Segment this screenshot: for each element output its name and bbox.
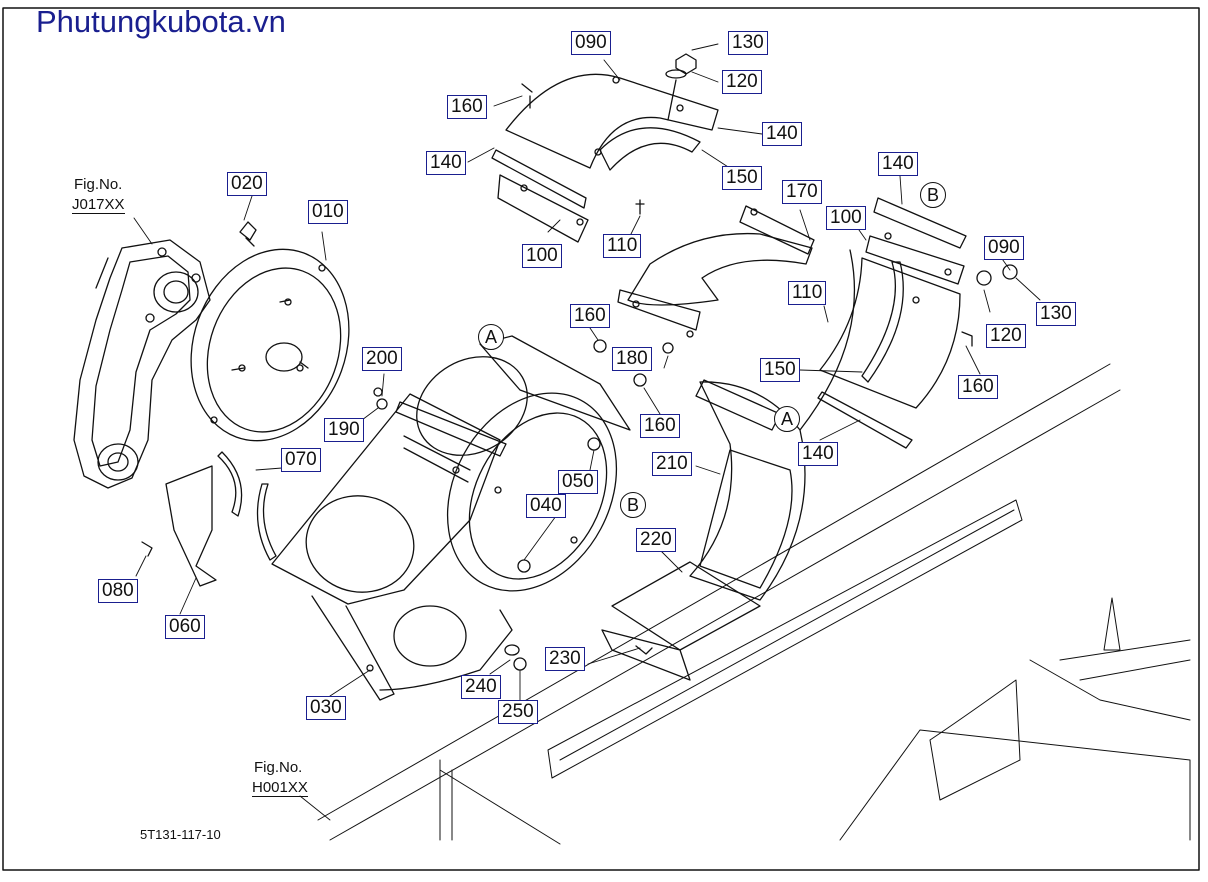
callout-120-right[interactable]: 120: [986, 324, 1026, 348]
callout-080[interactable]: 080: [98, 579, 138, 603]
callout-140-right-top[interactable]: 140: [878, 152, 918, 176]
right-cover-set: [817, 197, 1018, 449]
callout-100-right[interactable]: 100: [826, 206, 866, 230]
callout-200[interactable]: 200: [362, 347, 402, 371]
callout-090-right[interactable]: 090: [984, 236, 1024, 260]
callout-060[interactable]: 060: [165, 615, 205, 639]
fig-ref-j017-line2[interactable]: J017XX: [72, 196, 125, 214]
callout-240[interactable]: 240: [461, 675, 501, 699]
marker-a-left: A: [478, 324, 504, 350]
ring-flange: [446, 392, 618, 592]
callout-030[interactable]: 030: [306, 696, 346, 720]
callout-140-top-right[interactable]: 140: [762, 122, 802, 146]
callout-090-top[interactable]: 090: [571, 31, 611, 55]
callout-050[interactable]: 050: [558, 470, 598, 494]
callout-160-right[interactable]: 160: [958, 375, 998, 399]
callout-140-right-bottom[interactable]: 140: [798, 442, 838, 466]
watermark-text: Phutungkubota.vn: [36, 4, 286, 39]
callout-210[interactable]: 210: [652, 452, 692, 476]
callout-220[interactable]: 220: [636, 528, 676, 552]
leader-lines: [133, 43, 1041, 821]
callout-230[interactable]: 230: [545, 647, 585, 671]
callout-150-right[interactable]: 150: [760, 358, 800, 382]
drawing-code: 5T131-117-10: [140, 827, 221, 842]
upper-cover-left: [491, 53, 719, 243]
callout-130-top[interactable]: 130: [728, 31, 768, 55]
callout-020[interactable]: 020: [227, 172, 267, 196]
marker-b-right: B: [920, 182, 946, 208]
gearbox-housing: [73, 239, 211, 489]
upper-rear-cover: [617, 205, 815, 338]
hardware-small: [373, 339, 674, 671]
callout-180[interactable]: 180: [612, 347, 652, 371]
front-cover-plate: [190, 248, 350, 442]
callout-170[interactable]: 170: [782, 180, 822, 204]
drawing-border: [2, 7, 1200, 871]
callout-140-left[interactable]: 140: [426, 151, 466, 175]
callout-120-top[interactable]: 120: [722, 70, 762, 94]
callout-250[interactable]: 250: [498, 700, 538, 724]
callout-110-mid[interactable]: 110: [603, 234, 642, 258]
callout-040[interactable]: 040: [526, 494, 566, 518]
callout-160-center[interactable]: 160: [570, 304, 610, 328]
callout-130-right[interactable]: 130: [1036, 302, 1076, 326]
callout-190[interactable]: 190: [324, 418, 364, 442]
callout-010[interactable]: 010: [308, 200, 348, 224]
callout-160-lower[interactable]: 160: [640, 414, 680, 438]
fig-ref-j017-line1: Fig.No.: [74, 176, 123, 193]
chassis-frame: [317, 363, 1191, 845]
callout-150-top[interactable]: 150: [722, 166, 762, 190]
fig-ref-h001-line1: Fig.No.: [254, 759, 303, 776]
marker-a-right: A: [774, 406, 800, 432]
side-guards: [141, 451, 277, 587]
callout-110-right[interactable]: 110: [788, 281, 827, 305]
drum-shell: [601, 249, 856, 681]
fig-ref-h001-line2[interactable]: H001XX: [252, 779, 308, 797]
callout-100-left[interactable]: 100: [522, 244, 562, 268]
callout-070[interactable]: 070: [281, 448, 321, 472]
marker-b-center: B: [620, 492, 646, 518]
callout-160-top[interactable]: 160: [447, 95, 487, 119]
